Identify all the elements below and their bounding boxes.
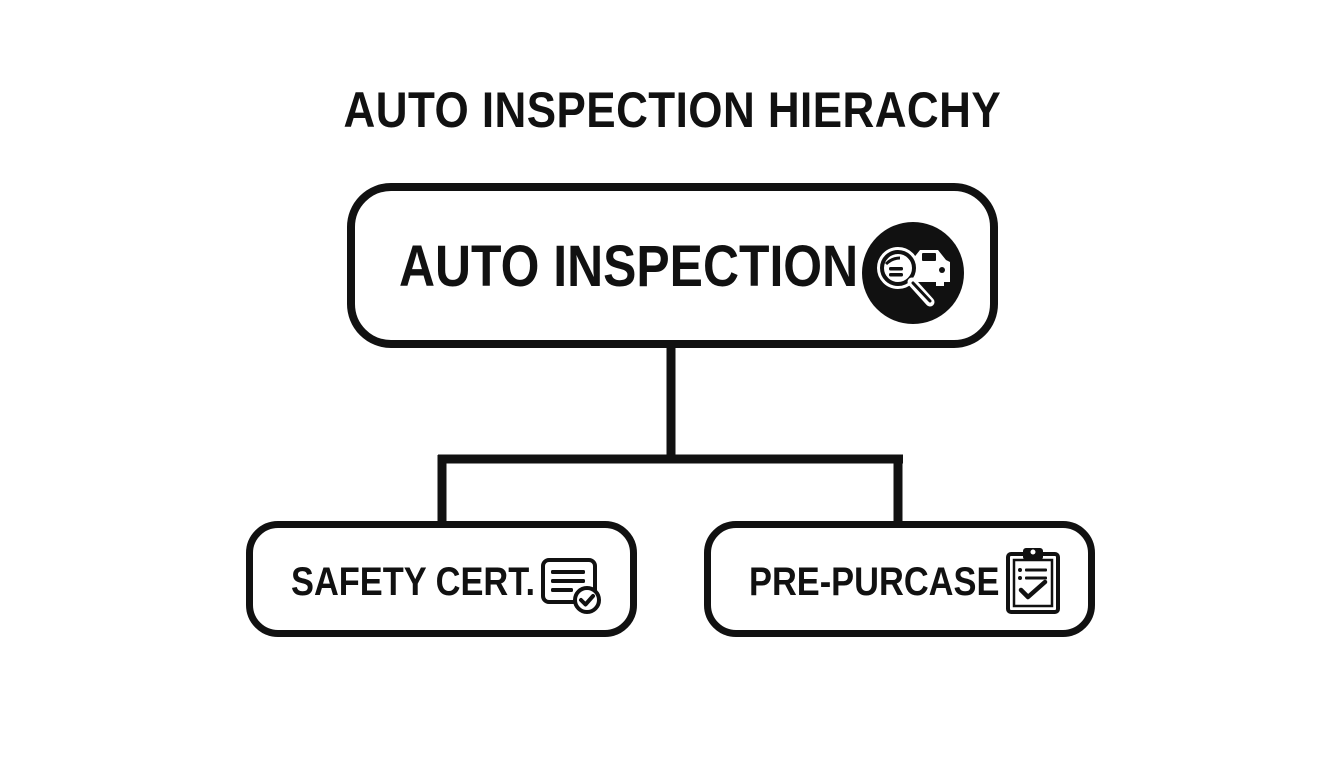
child-node-safety-cert[interactable]: SAFETY CERT. [246, 521, 637, 637]
diagram-title: AUTO INSPECTION HIERACHY [343, 82, 1002, 138]
child-node-label: SAFETY CERT. [291, 560, 536, 604]
child-node-label: PRE-PURCASE [749, 560, 1000, 604]
child-node-pre-purcase[interactable]: PRE-PURCASE [704, 521, 1095, 637]
root-node-auto-inspection[interactable]: AUTO INSPECTION [347, 183, 998, 348]
certificate-check-icon [541, 558, 601, 614]
magnifier-car-icon [862, 222, 964, 324]
root-node-label: AUTO INSPECTION [399, 234, 859, 299]
clipboard-check-icon [1006, 548, 1060, 614]
